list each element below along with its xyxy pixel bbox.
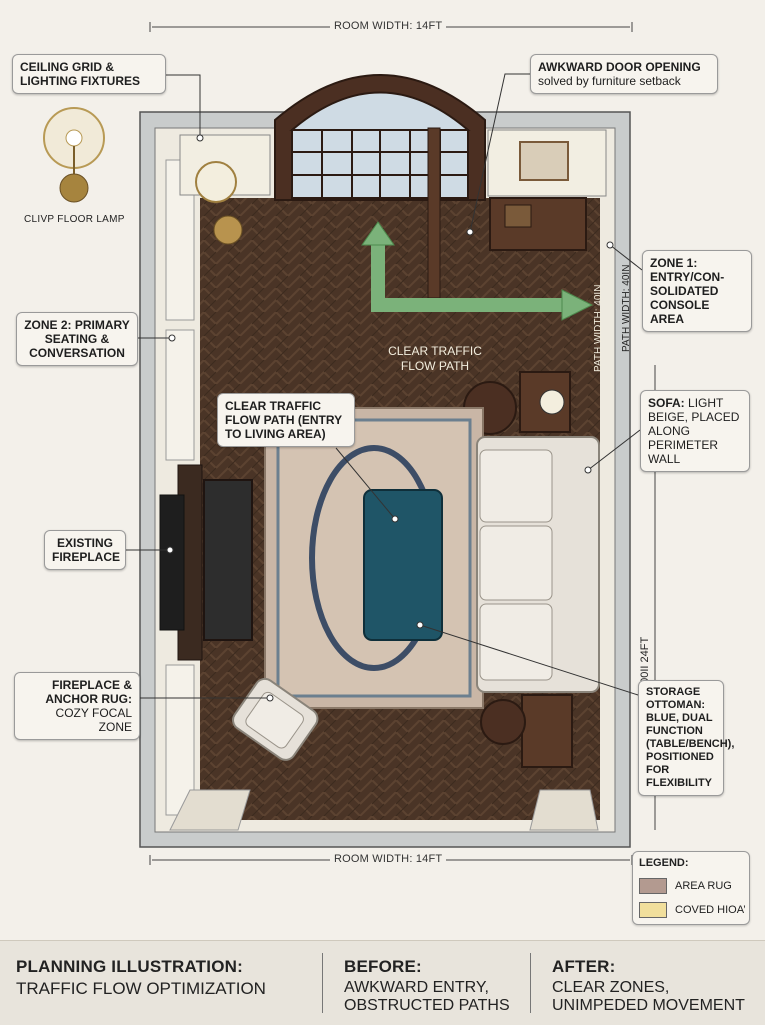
legend-item: AREA RUG (639, 878, 732, 894)
room-width-top-label: ROOM WIDTH: 14FT (330, 20, 447, 32)
leader-dots (166, 134, 614, 702)
lamp-caption: CLIVP FLOOR LAMP (24, 214, 125, 225)
legend-label: COVED HIOA’ (675, 904, 746, 916)
wall-panel (165, 329, 195, 461)
footer-title: PLANNING ILLUSTRATION: (16, 957, 243, 976)
sofa-cushion (479, 449, 553, 523)
traffic-arrow-head-right (561, 289, 594, 321)
footer-before-block: BEFORE: AWKWARD ENTRY, OBSTRUCTED PATHS (344, 957, 514, 1015)
callout-ottoman: STORAGE OTTOMAN: BLUE, DUAL FUNCTION (TA… (638, 680, 734, 796)
ceiling-lamp-inset (14, 96, 134, 232)
traffic-arrow-path (371, 240, 565, 312)
callout-sofa-sub: LIGHT BEIGE, PLACED ALONG PERIMETER WALL (648, 396, 740, 466)
callout-anchor-sub: COZY FOCAL ZONE (55, 706, 132, 734)
floor-lamp-shade (195, 161, 237, 203)
open-door-leaf (427, 127, 441, 299)
callout-door-sub: solved by furniture setback (538, 74, 681, 88)
path-width-label-inner: PATH WIDTH: 40IN (593, 285, 604, 372)
wall-art (519, 141, 569, 181)
callout-ottoman-title: STORAGE OTTOMAN: (646, 686, 706, 711)
traffic-arrow-head-up (361, 221, 395, 246)
room-length-label: 200II 24FT (639, 637, 651, 690)
footer-banner: PLANNING ILLUSTRATION: TRAFFIC FLOW OPTI… (0, 940, 765, 1025)
legend-swatch (639, 878, 667, 894)
table-lamp (539, 389, 565, 415)
traffic-flow-floor-label: CLEAR TRAFFIC FLOW PATH (388, 344, 482, 373)
callout-door-opening: AWKWARD DOOR OPENING solved by furniture… (530, 54, 718, 94)
fireplace-hearth (203, 479, 253, 641)
callout-anchor-title: FIREPLACE & ANCHOR RUG: (45, 678, 132, 706)
callout-traffic-entry: CLEAR TRAFFIC FLOW PATH (ENTRY TO LIVING… (217, 393, 355, 447)
callout-anchor-rug: FIREPLACE & ANCHOR RUG: COZY FOCAL ZONE (14, 672, 140, 740)
console-tray (504, 204, 532, 228)
sofa-cushion (479, 603, 553, 681)
callout-fireplace: EXISTING FIREPLACE (44, 530, 126, 570)
leader-lines (124, 73, 643, 699)
console-table (489, 197, 587, 251)
round-side-table (480, 699, 526, 745)
side-table-bottom (521, 694, 573, 768)
footer-divider (530, 953, 531, 1013)
legend: LEGEND: AREA RUG COVED HIOA’ (632, 851, 750, 925)
footer-after-block: AFTER: CLEAR ZONES, UNIMPEDED MOVEMENT (552, 957, 757, 1015)
callout-ottoman-sub: BLUE, DUAL FUNCTION (TABLE/BENCH), POSIT… (646, 712, 735, 789)
curtain-right (529, 789, 599, 831)
footer-before-title: BEFORE: (344, 957, 422, 976)
footer-divider (322, 953, 323, 1013)
callout-sofa: SOFA: LIGHT BEIGE, PLACED ALONG PERIMETE… (640, 390, 750, 472)
sofa-cushion (479, 525, 553, 601)
footer-after-title: AFTER: (552, 957, 616, 976)
curtain-left (169, 789, 251, 831)
path-width-label-outer: PATH WIDTH: 40IN (621, 265, 632, 352)
storage-ottoman (363, 489, 443, 641)
footer-title-block: PLANNING ILLUSTRATION: TRAFFIC FLOW OPTI… (16, 957, 266, 999)
floor-lamp-illustration (43, 107, 105, 203)
fireplace-firebox (159, 494, 185, 631)
callout-door-title: AWKWARD DOOR OPENING (538, 60, 701, 74)
floor-lamp-base (213, 215, 243, 245)
legend-title: LEGEND: (639, 857, 689, 869)
legend-item: COVED HIOA’ (639, 902, 746, 918)
armchair (232, 677, 319, 761)
room-width-bottom-label: ROOM WIDTH: 14FT (330, 853, 447, 865)
footer-after-text: CLEAR ZONES, UNIMPEDED MOVEMENT (552, 979, 745, 1014)
callout-zone-1: ZONE 1: ENTRY/CON-SOLIDATED CONSOLE AREA (642, 250, 752, 332)
floor-plan: PATH WIDTH: 40IN PATH WIDTH: 40IN 200II … (124, 22, 656, 865)
callout-zone-2: ZONE 2: PRIMARY SEATING & CONVERSATION (16, 312, 138, 366)
legend-swatch (639, 902, 667, 918)
footer-before-text: AWKWARD ENTRY, OBSTRUCTED PATHS (344, 979, 510, 1014)
legend-label: AREA RUG (675, 880, 732, 892)
callout-ceiling-grid: CEILING GRID & LIGHTING FIXTURES (12, 54, 166, 94)
callout-sofa-title: SOFA: (648, 396, 685, 410)
fanlight-window (289, 91, 471, 131)
footer-subtitle: TRAFFIC FLOW OPTIMIZATION (16, 979, 266, 998)
